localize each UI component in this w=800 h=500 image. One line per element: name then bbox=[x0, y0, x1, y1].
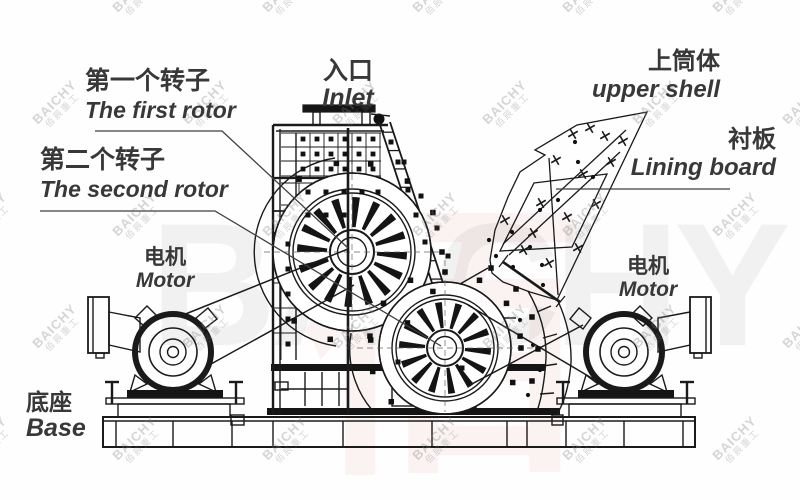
label-upper-shell-zh: 上筒体 bbox=[648, 48, 720, 75]
label-motor-right-zh: 电机 bbox=[627, 255, 669, 278]
label-upper-shell-en: upper shell bbox=[591, 75, 720, 103]
label-motor-right-en: Motor bbox=[618, 277, 678, 301]
label-second-rotor: 第二个转子 The second rotor bbox=[40, 147, 228, 202]
label-first-rotor-zh: 第一个转子 bbox=[85, 67, 211, 95]
label-lining-board-zh: 衬板 bbox=[728, 126, 776, 153]
label-second-rotor-en: The second rotor bbox=[40, 176, 228, 202]
inlet-port bbox=[302, 104, 376, 126]
left-motor bbox=[87, 296, 245, 418]
belt-left bbox=[182, 248, 355, 365]
label-motor-left: 电机 Motor bbox=[126, 246, 204, 292]
label-first-rotor-en: The first rotor bbox=[85, 97, 236, 123]
label-motor-left-zh: 电机 bbox=[144, 246, 186, 269]
label-base: 底座 Base bbox=[26, 390, 86, 442]
base-platform bbox=[102, 414, 696, 448]
label-lining-board: 衬板 Lining board bbox=[628, 127, 776, 181]
label-base-en: Base bbox=[26, 413, 86, 442]
right-motor bbox=[556, 296, 712, 418]
label-inlet: 入口 Inlet bbox=[305, 58, 391, 112]
label-upper-shell: 上筒体 upper shell bbox=[588, 49, 720, 103]
label-motor-right: 电机 Motor bbox=[608, 255, 688, 301]
label-inlet-en: Inlet bbox=[322, 84, 374, 112]
bolt-marks bbox=[285, 136, 541, 405]
label-motor-left-en: Motor bbox=[135, 268, 195, 292]
label-inlet-zh: 入口 bbox=[322, 57, 373, 85]
label-base-zh: 底座 bbox=[26, 389, 72, 415]
label-second-rotor-zh: 第二个转子 bbox=[40, 146, 166, 174]
first-rotor bbox=[253, 128, 440, 414]
upper-shell bbox=[486, 111, 649, 398]
leader-lines bbox=[40, 130, 730, 347]
label-lining-board-en: Lining board bbox=[630, 153, 776, 181]
belt-right bbox=[467, 304, 596, 386]
label-first-rotor: 第一个转子 The first rotor bbox=[85, 68, 236, 123]
